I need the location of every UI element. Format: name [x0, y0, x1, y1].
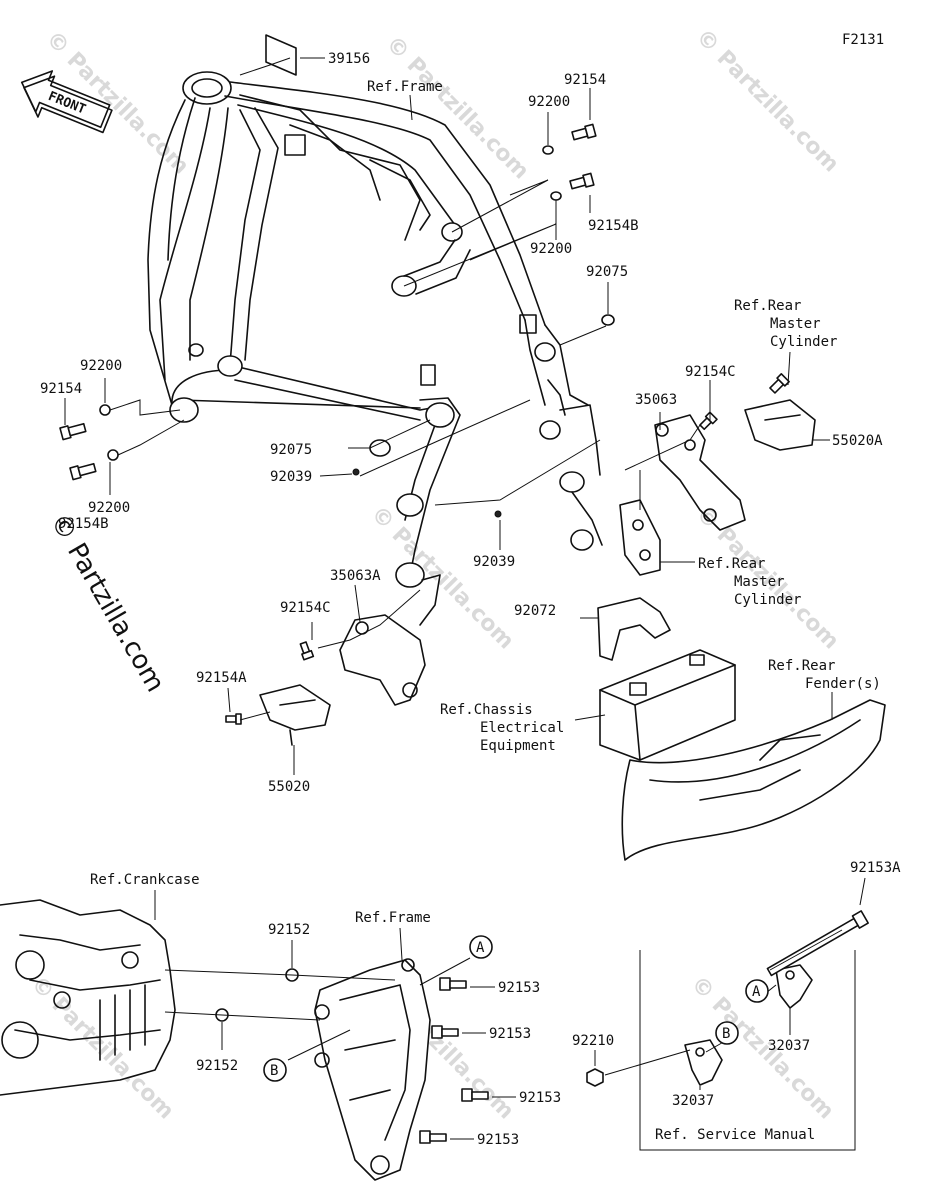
pin-92039-center	[494, 510, 502, 518]
crankcase-drawing	[0, 899, 176, 1096]
label-92153a: 92153A	[850, 860, 901, 876]
label-92210: 92210	[572, 1033, 614, 1049]
label-ref-rear-mc-bottom-3: Cylinder	[734, 592, 801, 608]
bolt-92153-2	[431, 1025, 459, 1039]
front-arrow-icon: FRONT	[20, 70, 113, 134]
label-39156: 39156	[328, 51, 370, 67]
label-55020a: 55020A	[832, 433, 883, 449]
label-92154b-top: 92154B	[588, 218, 639, 234]
guard-55020a	[744, 399, 816, 451]
bolt-92154b-left	[69, 462, 97, 481]
markers: A B A B	[263, 935, 769, 1082]
label-ref-rear-mc-bottom-1: Ref.Rear	[698, 556, 765, 572]
nut-92210	[586, 1068, 604, 1087]
service-manual-box	[586, 910, 869, 1151]
bolt-92154-left	[59, 422, 87, 441]
label-ref-chassis-1: Ref.Chassis	[440, 702, 533, 718]
label-55020: 55020	[268, 779, 310, 795]
label-ref-chassis-3: Equipment	[480, 738, 556, 754]
label-ref-service-manual: Ref. Service Manual	[655, 1127, 815, 1143]
main-frame-drawing	[147, 71, 603, 626]
label-92200-left2: 92200	[88, 500, 130, 516]
label-92154-top: 92154	[564, 72, 606, 88]
plate-32037-bottom	[684, 1039, 723, 1086]
label-ref-rear-mc-top-1: Ref.Rear	[734, 298, 801, 314]
marker-a-2: A	[752, 984, 761, 1000]
guard-55020	[259, 684, 331, 731]
collar-92075-center	[369, 439, 391, 457]
label-92075-center: 92075	[270, 442, 312, 458]
watermark-3: © Partzilla.com	[691, 25, 844, 178]
label-92153-2: 92153	[489, 1026, 531, 1042]
label-35063: 35063	[635, 392, 677, 408]
watermark-4: © Partzilla.com	[366, 502, 519, 655]
plate-32037-top	[775, 964, 813, 1009]
washer-92200-left	[99, 404, 111, 416]
bolt-92153-4	[419, 1130, 447, 1144]
battery-box	[599, 649, 736, 761]
washer-92200-top	[542, 145, 554, 155]
label-ref-chassis-2: Electrical	[480, 720, 564, 736]
bolt-92154c-left	[299, 641, 315, 661]
label-ref-rear-fender-2: Fender(s)	[805, 676, 881, 692]
watermark-dark: © Partzilla.com	[44, 509, 170, 698]
label-92072: 92072	[514, 603, 556, 619]
washer-92200-mid	[550, 191, 562, 201]
bolt-92153-3	[461, 1088, 489, 1102]
label-32037-top: 32037	[768, 1038, 810, 1054]
left-footrest-bracket	[225, 614, 426, 746]
bolt-92153a	[766, 910, 869, 977]
marker-a-1: A	[476, 940, 485, 956]
washer-92200-left2	[107, 449, 119, 461]
label-ref-frame-bottom: Ref.Frame	[355, 910, 431, 926]
label-92154a: 92154A	[196, 670, 247, 686]
watermarks: © Partzilla.com © Partzilla.com © Partzi…	[26, 25, 844, 1125]
label-92154-left: 92154	[40, 381, 82, 397]
label-ref-frame-top: Ref.Frame	[367, 79, 443, 95]
label-92152-bottom: 92152	[196, 1058, 238, 1074]
battery-strap-92072	[597, 597, 671, 661]
bolt-92154c-right	[769, 373, 790, 394]
label-ref-rear-mc-top-2: Master	[770, 316, 821, 332]
bolt-92153-1	[439, 977, 467, 991]
label-ref-crankcase: Ref.Crankcase	[90, 872, 200, 888]
label-92153-3: 92153	[519, 1090, 561, 1106]
label-92200-left: 92200	[80, 358, 122, 374]
label-92152-top: 92152	[268, 922, 310, 938]
label-92200-top: 92200	[528, 94, 570, 110]
label-92075-right: 92075	[586, 264, 628, 280]
part-labels: 39156 Ref.Frame 92154 92200 92154B 92200…	[40, 51, 901, 1148]
label-92154b-left: 92154B	[58, 516, 109, 532]
label-92154c-left: 92154C	[280, 600, 331, 616]
marker-b-1: B	[270, 1063, 278, 1079]
pin-92039-left	[352, 468, 360, 476]
rear-master-cylinder-bracket	[619, 373, 816, 576]
watermark-6: © Partzilla.com	[26, 972, 179, 1125]
label-32037-bottom: 32037	[672, 1093, 714, 1109]
marker-b-2: B	[722, 1026, 730, 1042]
label-92039-left: 92039	[270, 469, 312, 485]
label-92153-4: 92153	[477, 1132, 519, 1148]
washer-92075-right	[601, 314, 615, 326]
rear-fender	[621, 699, 886, 861]
bolt-92154c-right2	[699, 411, 718, 431]
label-92200-mid: 92200	[530, 241, 572, 257]
label-tag-39156	[265, 34, 297, 76]
label-92153-1: 92153	[498, 980, 540, 996]
label-35063a: 35063A	[330, 568, 381, 584]
label-ref-rear-mc-bottom-2: Master	[734, 574, 785, 590]
label-92154c-right: 92154C	[685, 364, 736, 380]
bolt-92154a	[225, 713, 242, 725]
label-ref-rear-mc-top-3: Cylinder	[770, 334, 837, 350]
bolt-92154b-top	[569, 172, 595, 190]
label-92039-center: 92039	[473, 554, 515, 570]
engine-mount-bracket	[215, 958, 489, 1181]
battery-assembly	[597, 597, 736, 761]
bolt-92154-top	[571, 123, 597, 141]
figure-code: F2131	[842, 32, 884, 48]
label-ref-rear-fender-1: Ref.Rear	[768, 658, 835, 674]
